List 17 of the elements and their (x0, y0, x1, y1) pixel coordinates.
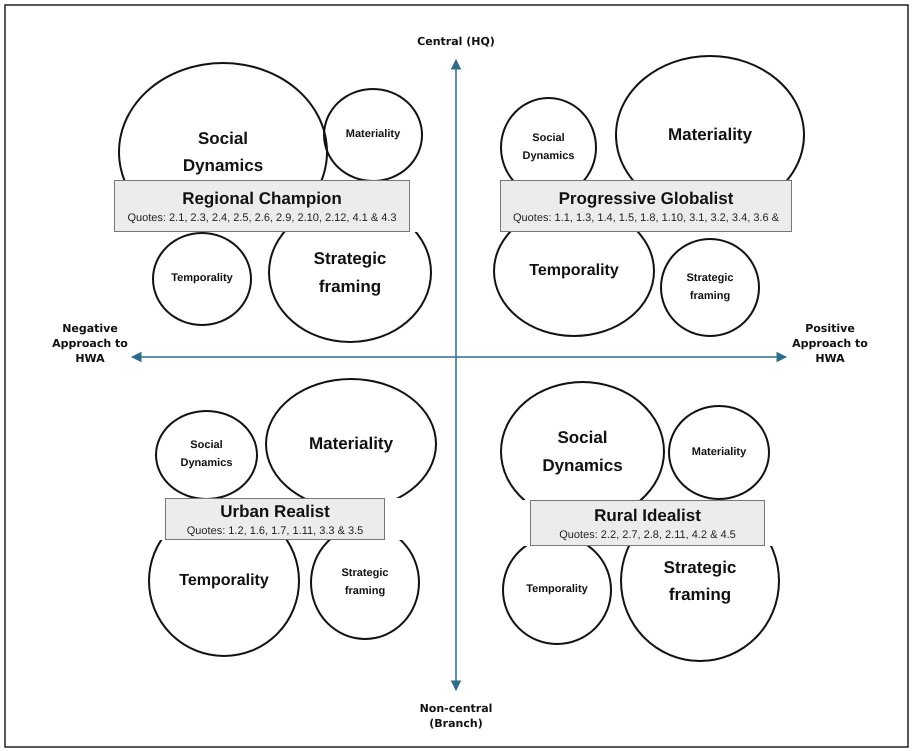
axis-label: Negative Approach to HWA (51, 322, 129, 367)
quadrant-box (165, 498, 385, 540)
quadrant-title: Regional Champion (182, 188, 342, 208)
quadrant-box (530, 500, 765, 546)
quadrant-title: Rural Idealist (594, 506, 701, 526)
quadrant-title: Progressive Globalist (558, 188, 734, 208)
axis-label: Central (HQ) (416, 35, 496, 50)
axis-label: Positive Approach to HWA (791, 322, 869, 367)
quadrant-title: Urban Realist (220, 502, 330, 522)
quote-list: Quotes: 2.1, 2.3, 2.4, 2.5, 2.6, 2.9, 2.10, 2.12, 4.1 & 4.3 (127, 212, 397, 224)
quote-list: Quotes: 1.1, 1.3, 1.4, 1.5, 1.8, 1.10, 3.1, 3.2, 3.4, 3.6 & (512, 212, 779, 224)
theme-circle: Strategic framing (660, 238, 760, 337)
quote-list: Quotes: 1.2, 1.6, 1.7, 1.11, 3.3 & 3.5 (186, 524, 364, 536)
axis-label: Non-central (Branch) (418, 702, 494, 732)
quote-list: Quotes: 2.2, 2.7, 2.8, 2.11, 4.2 & 4.5 (559, 528, 736, 540)
quadrant-box (500, 180, 792, 232)
quadrant-box (114, 180, 410, 232)
